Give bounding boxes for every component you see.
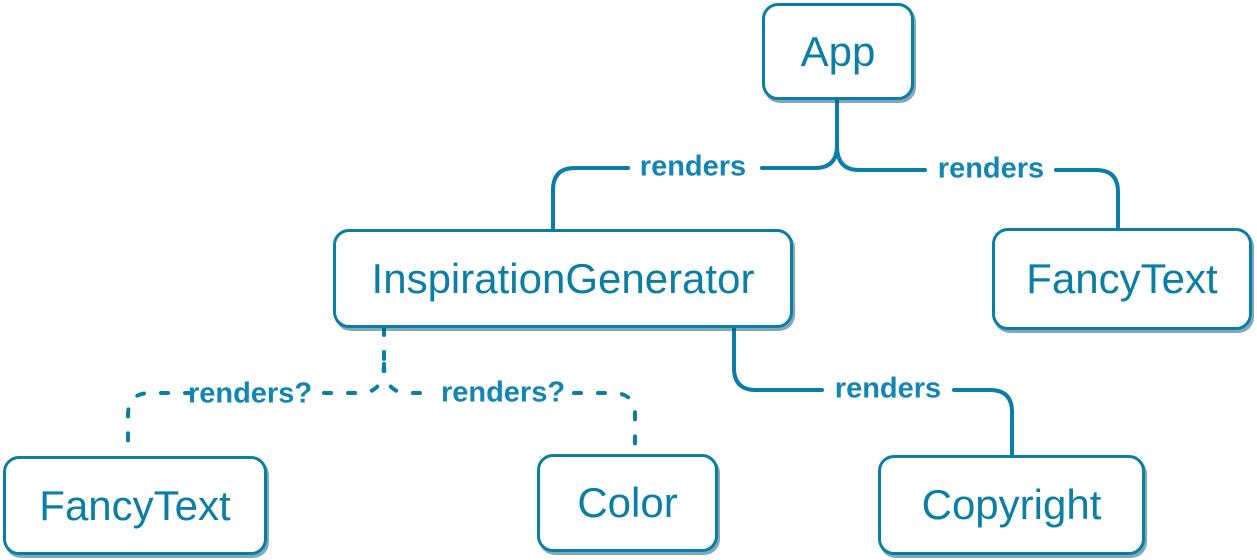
edge-inspiration-to-fancytext-dashed-left xyxy=(126,391,194,457)
node-color-label: Color xyxy=(577,479,678,526)
node-color: Color xyxy=(537,454,718,552)
edge-app-to-inspiration-line-left xyxy=(551,166,630,230)
edge-app-to-inspiration-line-right xyxy=(760,98,839,170)
node-copyright-label: Copyright xyxy=(921,481,1102,528)
node-fancy-text-bottom: FancyText xyxy=(3,456,267,555)
edge-label-inspiration-to-fancytext: renders? xyxy=(187,377,313,410)
edge-label-app-to-inspiration: renders xyxy=(639,150,747,183)
edge-app-to-fancytext-line-left xyxy=(835,144,927,172)
node-inspiration-generator: InspirationGenerator xyxy=(333,229,793,328)
node-fancy-text-bottom-label: FancyText xyxy=(39,481,231,529)
node-app: App xyxy=(762,3,914,100)
node-fancy-text-top: FancyText xyxy=(992,228,1252,330)
edge-inspiration-to-copyright-line-left xyxy=(732,326,824,392)
node-copyright: Copyright xyxy=(878,455,1145,555)
edge-label-inspiration-to-copyright: renders xyxy=(834,372,942,405)
edge-label-inspiration-to-color: renders? xyxy=(440,376,566,409)
node-app-label: App xyxy=(800,27,876,75)
node-fancy-text-top-label: FancyText xyxy=(1026,255,1218,302)
node-inspiration-generator-label: InspirationGenerator xyxy=(371,254,755,302)
edge-app-to-fancytext-line-right xyxy=(1054,168,1120,229)
edge-inspiration-to-color-dashed-right xyxy=(572,391,637,453)
edge-label-app-to-fancytext: renders xyxy=(937,152,1045,185)
edge-inspiration-to-color-dashed-left xyxy=(382,362,434,395)
edge-inspiration-to-fancytext-dashed-right xyxy=(314,362,386,395)
edge-inspiration-to-copyright-line-right xyxy=(952,388,1014,456)
